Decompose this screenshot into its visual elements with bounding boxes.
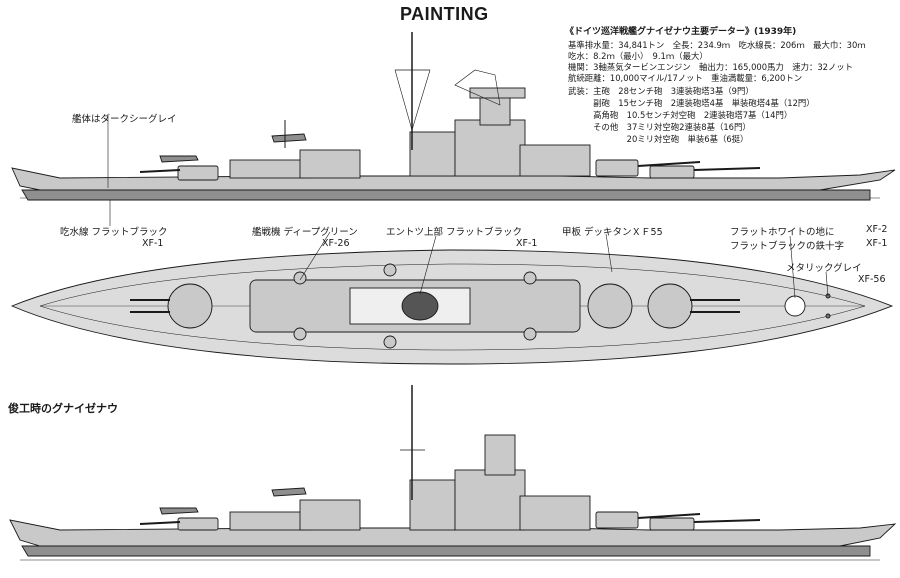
- fore-deckhouse: [519, 144, 591, 177]
- tower-2: [484, 434, 516, 476]
- forward-superstructure: [454, 119, 526, 177]
- iron-cross-label: フラットブラックの鉄十字: [730, 241, 845, 252]
- spec-line: 基準排水量：34,841トン 全長：234.9ｍ 吃水線長：206ｍ 最大巾：3…: [568, 40, 866, 50]
- turret-b: [587, 283, 633, 329]
- deck-label: 甲板 デッキタンＸＦ55: [562, 227, 663, 238]
- profile-view-as-built: [9, 385, 897, 561]
- metallic-label: メタリックグレイ: [786, 263, 862, 274]
- spec-line: 機関：3軸蒸気タービンエンジン 軸出力：165,000馬力 速力：32ノット: [568, 62, 853, 72]
- white-bg-label: フラットホワイトの地に: [730, 227, 835, 238]
- waterline-code: XF-1: [142, 238, 164, 249]
- white-bg-code: XF-2: [866, 224, 888, 235]
- forward-turret-b: [595, 159, 639, 177]
- forward-turret-a: [649, 165, 695, 179]
- spec-line: 吃水：8.2ｍ（最小） 9.1ｍ（最大）: [568, 51, 708, 61]
- spec-line: 高角砲 10.5センチ対空砲 2連装砲塔7基（14門）: [568, 110, 793, 120]
- hull-color-label: 艦体はダークシーグレイ: [72, 114, 177, 125]
- turret-rear: [167, 283, 213, 329]
- hangar: [299, 149, 361, 179]
- funnel-label: エントツ上部 フラットブラック: [386, 227, 523, 238]
- after-deckhouse: [229, 159, 311, 179]
- turret-a: [647, 283, 693, 329]
- rear-turret: [177, 165, 219, 181]
- waterline-band: [21, 189, 871, 201]
- iron-cross-code: XF-1: [866, 238, 888, 249]
- plan-view: [10, 249, 894, 365]
- page-title: PAINTING: [400, 4, 489, 24]
- funnel-2: [409, 479, 456, 531]
- aircraft-label: 艦戦機 ディープグリーン: [252, 227, 358, 238]
- as-built-caption: 俊工時のグナイゼナウ: [8, 402, 118, 415]
- aircraft-2: [271, 133, 307, 143]
- spec-line: 武装：主砲 28センチ砲 3連装砲塔3基（9門）: [568, 86, 754, 96]
- funnel-code: XF-1: [516, 238, 538, 249]
- profile-view-1939: [11, 32, 896, 201]
- aircraft-1: [159, 155, 199, 163]
- spec-line: その他 37ミリ対空砲2連装8基（16門）: [568, 122, 751, 132]
- spec-line: 20ミリ対空砲 単装6基（6挺）: [568, 134, 749, 144]
- rangefinder: [469, 87, 526, 99]
- funnel: [409, 131, 456, 177]
- tower: [479, 94, 511, 126]
- spec-heading: 《ドイツ巡洋戦艦グナイゼナウ主要データー》(1939年): [565, 27, 797, 37]
- bow-cross-circle: [784, 295, 806, 317]
- spec-line: 副砲 15センチ砲 2連装砲塔4基 単装砲塔4基（12門）: [568, 98, 815, 108]
- metallic-code: XF-56: [858, 274, 886, 285]
- waterline-label: 吃水線 フラットブラック: [60, 227, 168, 238]
- spec-line: 航続距離：10,000マイル/17ノット 重油満載量：6,200トン: [568, 73, 803, 83]
- aircraft-code: XF-26: [322, 238, 350, 249]
- funnel-plan: [401, 291, 439, 321]
